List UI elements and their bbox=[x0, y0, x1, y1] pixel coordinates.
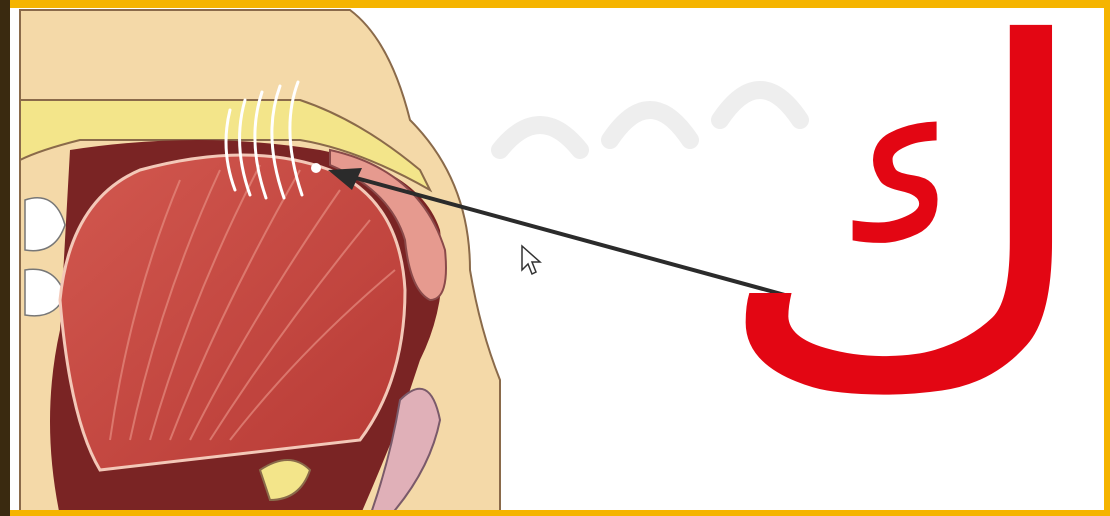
arabic-letter-kaf: ك bbox=[730, 0, 1100, 500]
articulation-point bbox=[311, 163, 321, 173]
cover-blob bbox=[525, 20, 705, 90]
left-edge bbox=[0, 0, 10, 516]
